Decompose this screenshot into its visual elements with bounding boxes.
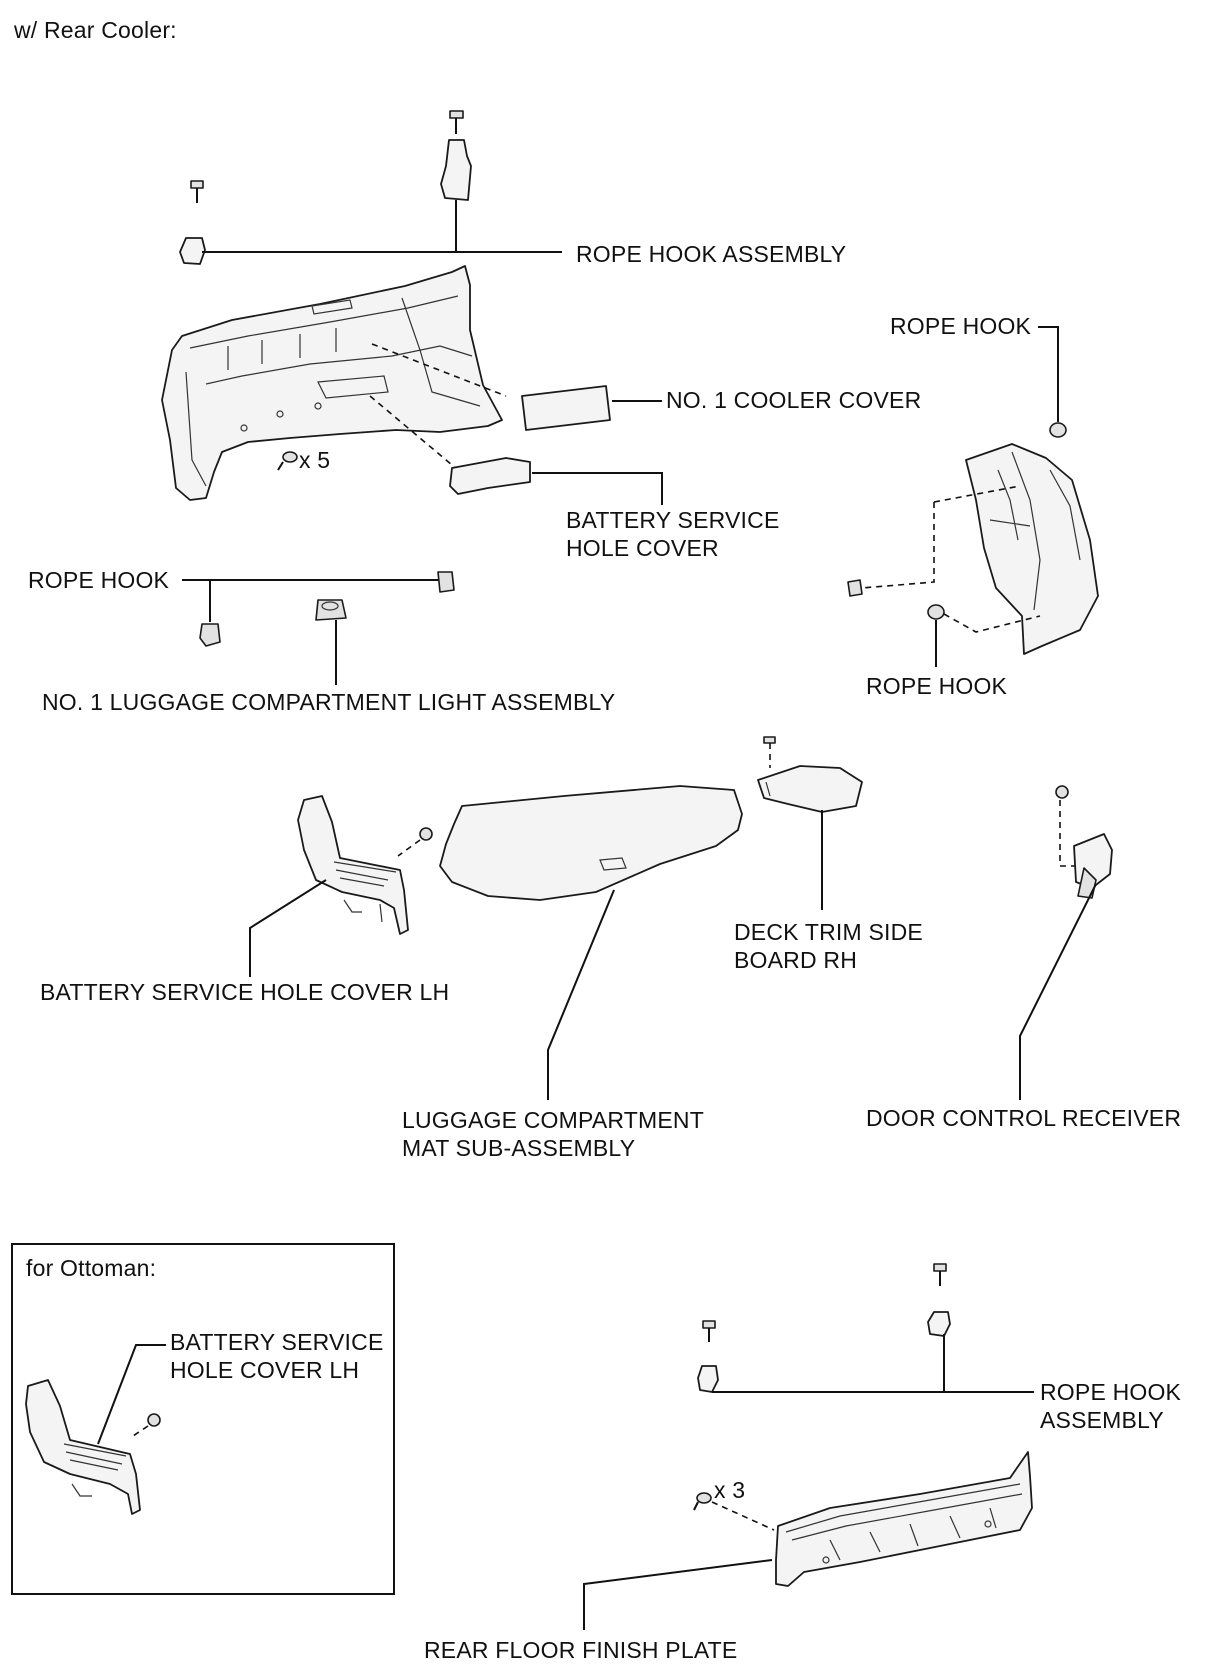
bolt-icon (847, 579, 863, 597)
rope-hook-part (437, 571, 455, 593)
label-rope-hook-right-bottom: ROPE HOOK (866, 673, 1008, 699)
bolt-icon (449, 110, 464, 134)
battery-service-hole-cover-lh-part (297, 795, 409, 935)
label-rope-hook-assembly-bottom-line2: ASSEMBLY (1040, 1407, 1164, 1433)
clip-icon (693, 1492, 712, 1511)
luggage-compartment-mat-part (439, 785, 743, 901)
label-no1-cooler-cover: NO. 1 COOLER COVER (666, 387, 922, 413)
rope-hook-part (927, 604, 945, 620)
door-control-receiver-part (1055, 785, 1113, 899)
rope-hook-bracket-left (179, 237, 206, 265)
battery-service-hole-cover-part (449, 457, 531, 495)
label-clip-qty-5: x 5 (299, 447, 331, 473)
bolt-icon (933, 1263, 947, 1286)
rear-floor-finish-plate-part (775, 1451, 1033, 1587)
clip-icon (419, 827, 433, 841)
ottoman-inset-box (11, 1243, 395, 1595)
label-rope-hook-assembly-top: ROPE HOOK ASSEMBLY (576, 241, 847, 267)
deck-trim-side-panel (161, 265, 503, 501)
clip-icon (277, 451, 298, 471)
label-rope-hook-right-top: ROPE HOOK (890, 313, 1032, 339)
luggage-compartment-light-part (315, 599, 347, 621)
rope-hook-assembly-top-parts (179, 110, 562, 265)
bolt-icon (702, 1320, 716, 1342)
label-ottoman-battery-line1: BATTERY SERVICE (170, 1329, 384, 1355)
label-battery-service-hole-cover-line2: HOLE COVER (566, 535, 719, 561)
label-luggage-mat-line2: MAT SUB-ASSEMBLY (402, 1135, 636, 1161)
rope-hook-assembly-bottom-parts (697, 1263, 1034, 1393)
label-luggage-mat-line1: LUGGAGE COMPARTMENT (402, 1107, 704, 1133)
label-rope-hook-assembly-bottom-line1: ROPE HOOK (1040, 1379, 1182, 1405)
rope-hook-part (1049, 422, 1067, 438)
bolt-icon (763, 736, 776, 744)
rope-hook-bracket-right (440, 139, 472, 201)
ottoman-battery-service-hole-cover-lh-part (25, 1379, 141, 1515)
label-luggage-compartment-light: NO. 1 LUGGAGE COMPARTMENT LIGHT ASSEMBLY (42, 689, 616, 715)
label-deck-trim-line1: DECK TRIM SIDE (734, 919, 923, 945)
label-ottoman-battery-line2: HOLE COVER LH (170, 1357, 360, 1383)
label-deck-trim-line2: BOARD RH (734, 947, 858, 973)
ottoman-title: for Ottoman: (26, 1255, 157, 1281)
no1-cooler-cover-part (521, 385, 611, 431)
label-battery-service-hole-cover-line1: BATTERY SERVICE (566, 507, 780, 533)
rope-hook-part (199, 623, 221, 647)
label-rope-hook-left: ROPE HOOK (28, 567, 170, 593)
right-rear-quarter-trim (965, 443, 1099, 655)
label-rear-floor-finish-plate: REAR FLOOR FINISH PLATE (424, 1637, 738, 1663)
bolt-icon (190, 180, 204, 203)
label-door-control-receiver: DOOR CONTROL RECEIVER (866, 1105, 1182, 1131)
deck-trim-side-board-rh-part (757, 736, 863, 813)
label-battery-service-hole-cover-lh: BATTERY SERVICE HOLE COVER LH (40, 979, 450, 1005)
variant-heading: w/ Rear Cooler: (14, 17, 177, 43)
clip-icon (147, 1413, 161, 1427)
label-clip-qty-3: x 3 (714, 1477, 746, 1503)
